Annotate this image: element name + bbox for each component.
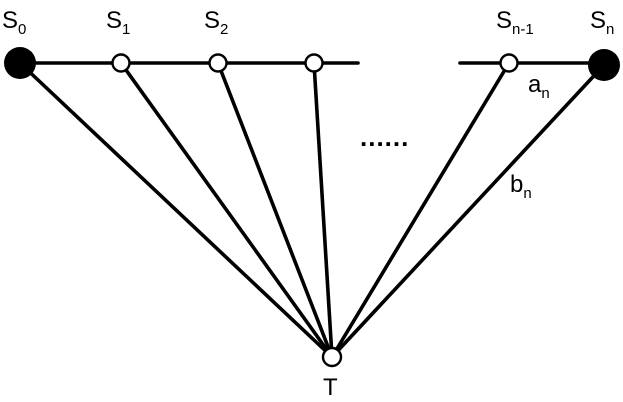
- node-sn: [588, 49, 620, 81]
- node-s0: [4, 47, 36, 79]
- label-s1: S1: [106, 7, 130, 38]
- label-s2: S2: [204, 7, 228, 38]
- edge-s0-t: [18, 61, 334, 359]
- edge-s1-t: [119, 61, 334, 359]
- node-s1: [111, 53, 131, 73]
- edge-s3-t: [312, 61, 334, 359]
- node-s2: [208, 53, 228, 73]
- node-t: [321, 346, 343, 368]
- label-sn: Sn: [590, 7, 614, 38]
- label-s0: S0: [2, 7, 26, 38]
- label-bn: bn: [510, 171, 532, 202]
- edge-sn1-t: [330, 61, 511, 359]
- edge-bn: [330, 63, 606, 359]
- ellipsis-dots: ......: [360, 122, 409, 152]
- node-s3: [304, 53, 324, 73]
- label-an: an: [528, 71, 550, 102]
- node-sn1: [499, 53, 519, 73]
- label-sn1: Sn-1: [496, 7, 534, 38]
- edge-s2-t: [216, 61, 334, 359]
- label-t: T: [323, 374, 338, 401]
